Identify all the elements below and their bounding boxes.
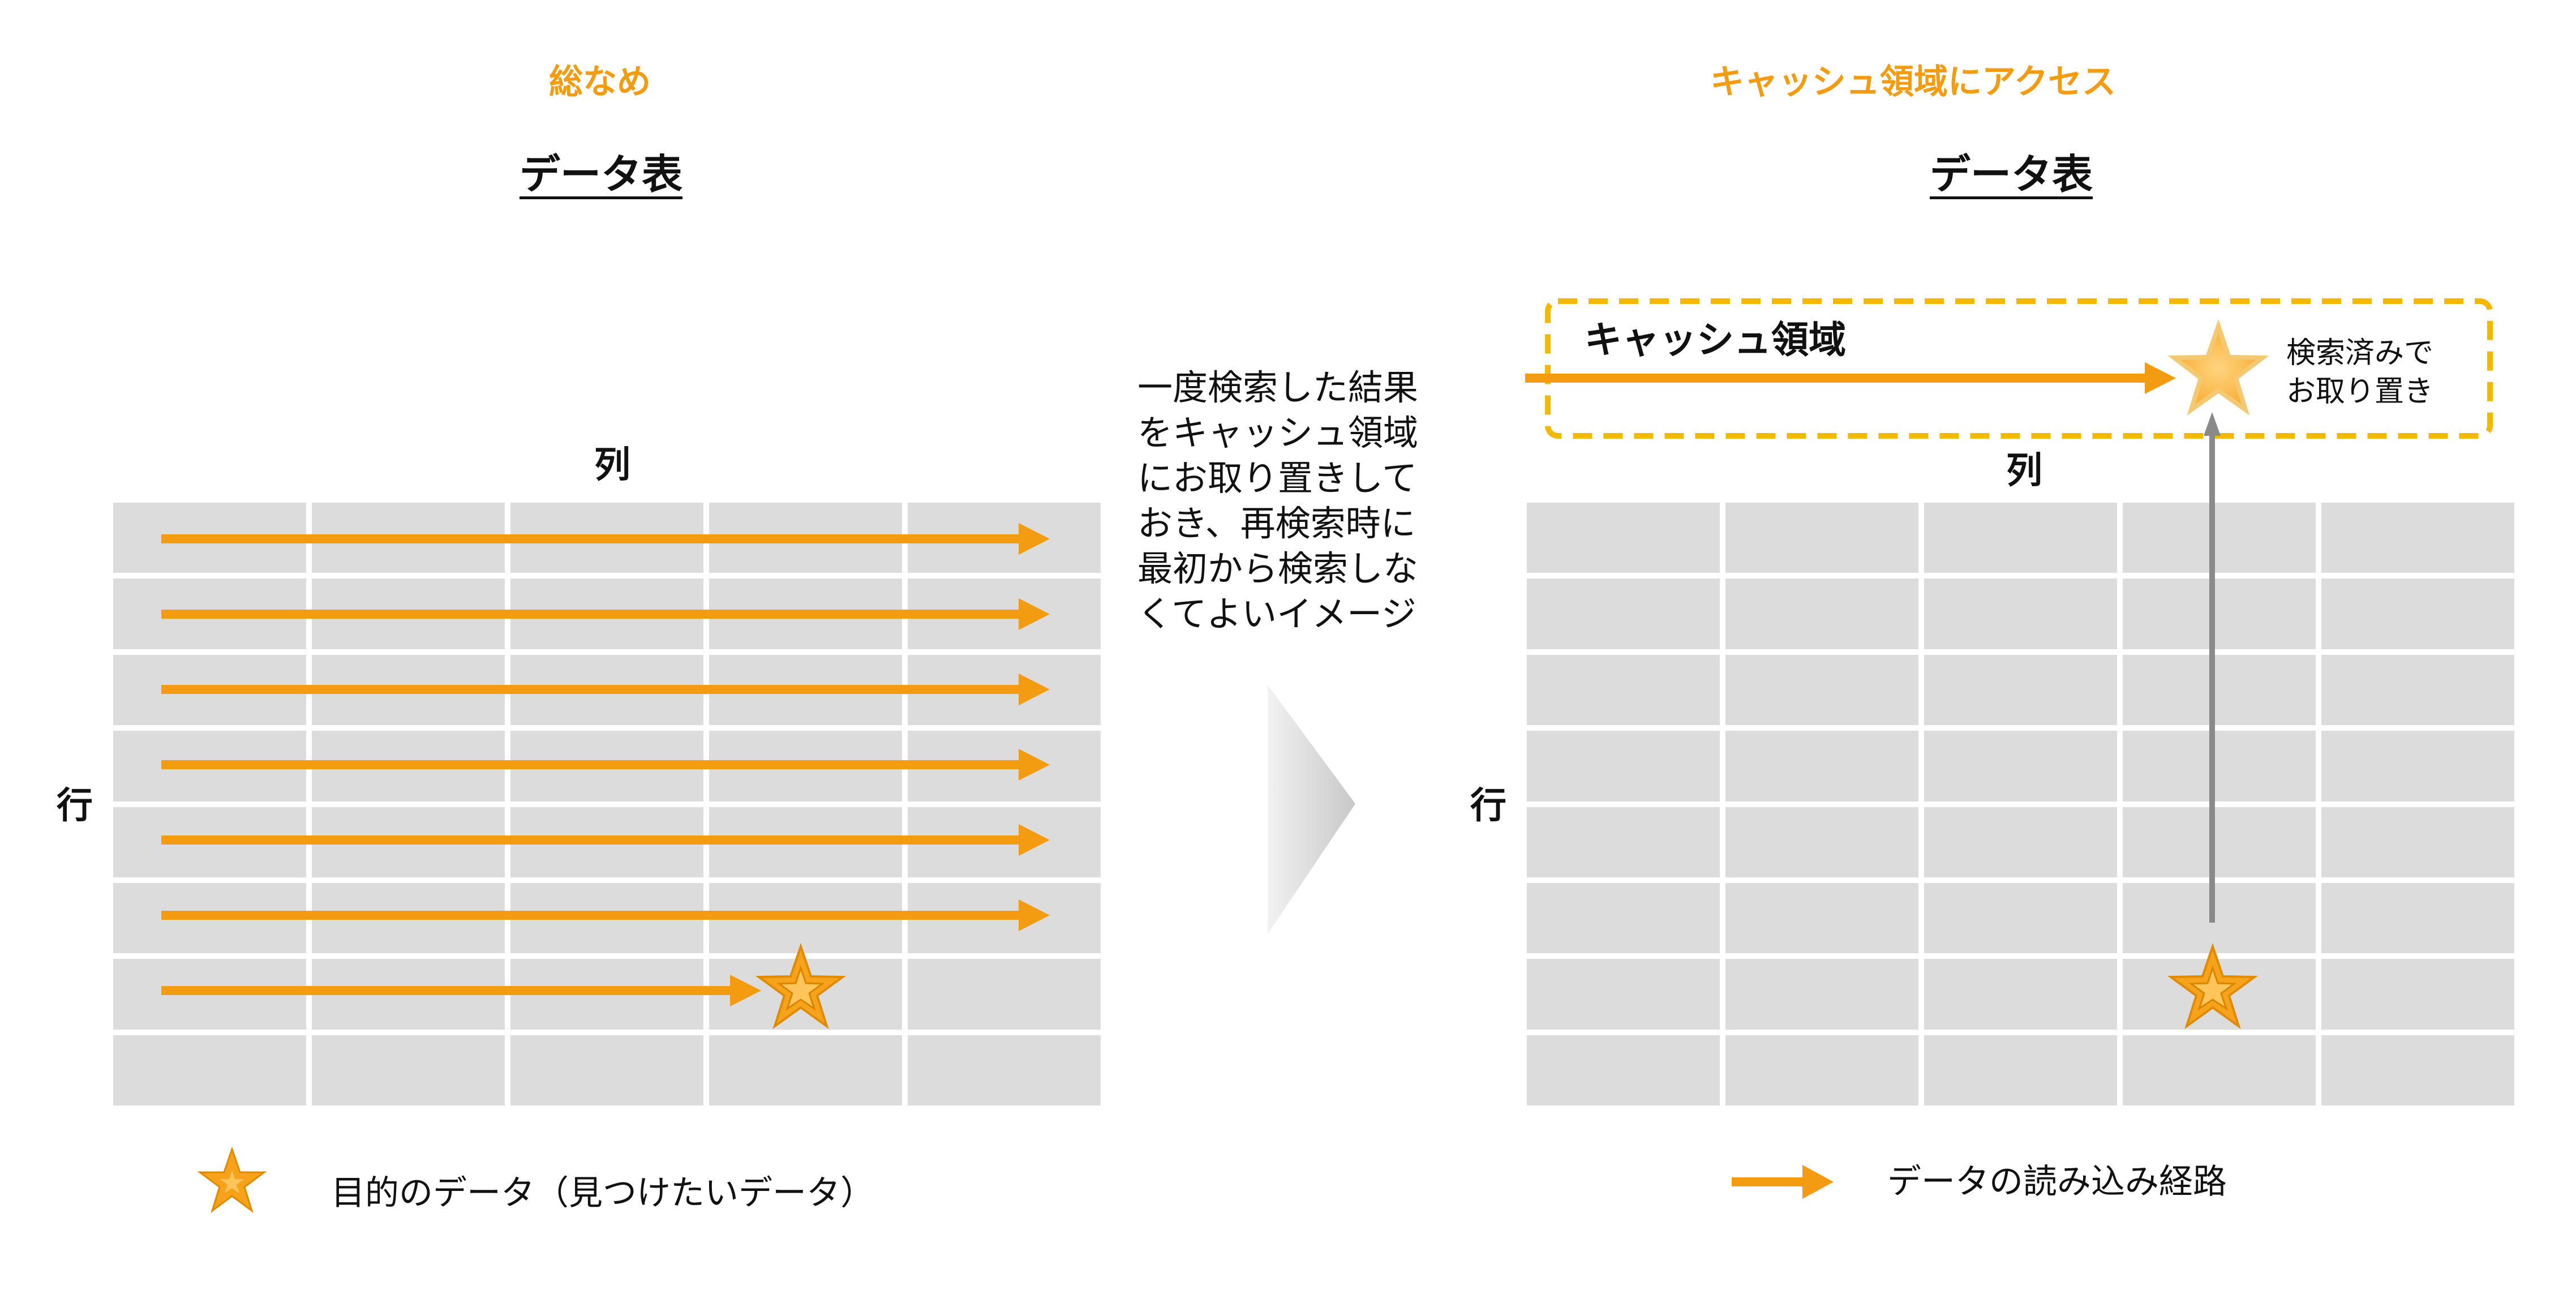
star-icon [2167, 942, 2258, 1030]
left-heading: 総なめ [549, 62, 651, 102]
chevron-right-icon [1268, 685, 1355, 934]
legend-arrow-icon [1732, 1165, 1834, 1199]
right-table-title: データ表 [1930, 151, 2093, 198]
arrow-right-icon [1525, 362, 2176, 394]
legend-path-label: データの読み込み経路 [1887, 1162, 2227, 1202]
arrow-right-icon [161, 975, 761, 1006]
left-column-label: 列 [594, 444, 630, 486]
cache-area-box [1545, 298, 2493, 439]
right-column-label: 列 [2006, 450, 2042, 492]
left-row-label: 行 [57, 785, 93, 827]
arrow-right-icon [161, 899, 1050, 931]
arrow-right-icon [161, 674, 1050, 705]
arrow-right-icon [161, 824, 1050, 856]
arrow-up-icon [2204, 412, 2221, 923]
legend-target-label: 目的のデータ（見つけたいデータ） [331, 1173, 874, 1213]
right-data-table [1527, 503, 2514, 1105]
arrow-right-icon [161, 749, 1050, 781]
star-icon [2167, 319, 2269, 416]
cached-note: 検索済みで お取り置き [2286, 336, 2434, 409]
legend-star-icon [197, 1146, 267, 1213]
arrow-right-icon [161, 523, 1050, 555]
cache-area-label: キャッシュ領域 [1585, 318, 1846, 362]
cache-description: 一度検索した結果 をキャッシュ領域 にお取り置きして おき、再検索時に 最初から… [1137, 367, 1419, 635]
right-row-label: 行 [1470, 785, 1506, 827]
scan-arrows [161, 523, 1050, 1006]
left-table-title: データ表 [520, 151, 683, 198]
arrow-right-icon [161, 598, 1050, 630]
right-heading: キャッシュ領域にアクセス [1710, 62, 2116, 102]
star-icon [755, 942, 846, 1030]
